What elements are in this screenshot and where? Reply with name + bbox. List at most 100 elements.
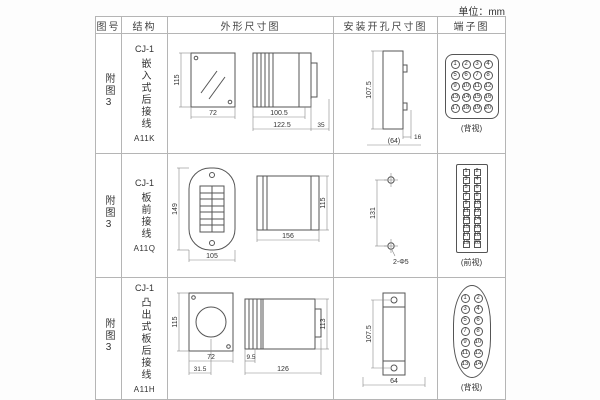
structure-info: CJ-1 板前接线 A11Q [123,155,167,277]
terminal-9: 9 [460,337,470,347]
dim-label: 2-Φ5 [393,259,409,266]
dim-label: 9.5 [246,354,255,361]
terminal-3: 3 [462,176,470,184]
terminal-20: 20 [483,103,493,113]
dim-label: 107.5 [366,325,373,343]
terminal-10: 10 [461,81,471,91]
terminal-16: 16 [473,224,481,232]
dim-label: 35 [317,122,325,129]
terminal-6: 6 [473,315,483,325]
terminal-2: 2 [473,168,481,176]
structure-info: CJ-1 凸出式板后接线 A11H [123,279,167,399]
dim-height: 115 [172,292,189,351]
model-label: CJ-1 [134,283,154,293]
outline-drawing-a11h: 115 72 31.5 [172,292,329,375]
dim-offset: 16 [402,109,422,141]
model-label: CJ-1 [134,178,154,188]
terminal-5: 5 [462,184,470,192]
terminal-11: 11 [460,348,470,358]
unit-label: 单位：mm [458,7,505,18]
terminal-7: 7 [472,70,482,80]
col-header-structure: 结构 [121,16,168,34]
outline-drawing-a11q: 149 105 [172,167,329,262]
figure-number: 附图3 [103,317,114,355]
terminal-15: 15 [472,92,482,102]
terminal-8: 8 [483,70,493,80]
dim-cutout-height: 107.5 [366,50,383,129]
dim-label: 149 [172,203,179,215]
dim-label: 107.5 [366,81,373,99]
terminal-18: 18 [473,232,481,240]
dim-label: 156 [282,233,294,240]
cutout-shape [382,50,407,129]
dim-label: 113 [320,318,327,329]
terminal-16: 16 [483,92,493,102]
terminal-6: 6 [461,70,471,80]
dim-label: 16 [414,134,422,141]
terminal-13: 13 [462,216,470,224]
terminal-1: 1 [462,168,470,176]
col-header-terminal: 端子图 [437,16,506,34]
dim-hole-spacing: 131 [370,179,387,246]
dimension-table: 图号 结构 外形尺寸图 安装开孔尺寸图 端子图 附图3 CJ-1 嵌入式后接线 … [95,16,506,400]
terminal-11: 11 [472,81,482,91]
terminal-14: 14 [473,216,481,224]
type-code: A11H [133,385,156,394]
terminal-4: 4 [483,59,493,69]
side-view [244,298,321,349]
terminal-19: 19 [462,240,470,248]
dim-height: 115 [174,52,191,107]
dim-depth2: 122.5 [252,98,311,131]
cutout-shape [382,292,405,375]
structure-desc: 板前接线 [139,192,150,240]
mounting-drawing-a11h: 107.5 64 [362,292,425,387]
dim-flange: 35 [310,98,329,131]
dim-label: 115 [320,197,327,208]
view-caption: (背视) [460,123,483,133]
terminal-7: 7 [460,326,470,336]
outline-drawing-a11k: 115 72 [174,52,329,131]
dim-flange-width: 105 [188,249,235,262]
figure-number: 附图3 [103,72,114,110]
terminal-4: 4 [473,176,481,184]
side-view [256,175,319,230]
table-row-a11k: 附图3 CJ-1 嵌入式后接线 A11K [95,33,506,154]
model-label: CJ-1 [134,44,154,54]
table-row-a11h: 附图3 CJ-1 凸出式板后接线 A11H [95,277,506,400]
structure-desc: 嵌入式后接线 [139,58,150,130]
terminal-14: 14 [473,359,483,369]
terminal-8: 8 [473,192,481,200]
dim-cutout-width: 64 [362,376,425,387]
terminal-5: 5 [450,70,460,80]
terminal-11: 11 [462,208,470,216]
structure-desc: 凸出式板后接线 [139,297,150,381]
dim-cutout-width: (64) [366,138,421,145]
view-caption: (前视) [460,257,483,267]
terminal-18: 18 [461,103,471,113]
structure-info: CJ-1 嵌入式后接线 A11K [123,35,167,153]
figure-number: 附图3 [103,194,114,232]
dim-flange-height: 149 [172,167,189,250]
dim-label: 100.5 [270,110,288,117]
terminal-9: 9 [450,81,460,91]
terminal-4: 4 [473,304,483,314]
terminal-19: 19 [472,103,482,113]
terminal-2: 2 [461,59,471,69]
terminal-7: 7 [462,192,470,200]
terminal-5: 5 [460,315,470,325]
terminal-20: 20 [473,240,481,248]
dim-width2: 31.5 [188,338,211,375]
terminal-10: 10 [473,200,481,208]
hole-callout: 2-Φ5 [391,249,409,266]
dim-label: 115 [174,74,181,85]
terminal-9: 9 [462,200,470,208]
dim-label: (64) [387,138,399,145]
col-header-outline: 外形尺寸图 [167,16,334,34]
terminal-12: 12 [473,348,483,358]
